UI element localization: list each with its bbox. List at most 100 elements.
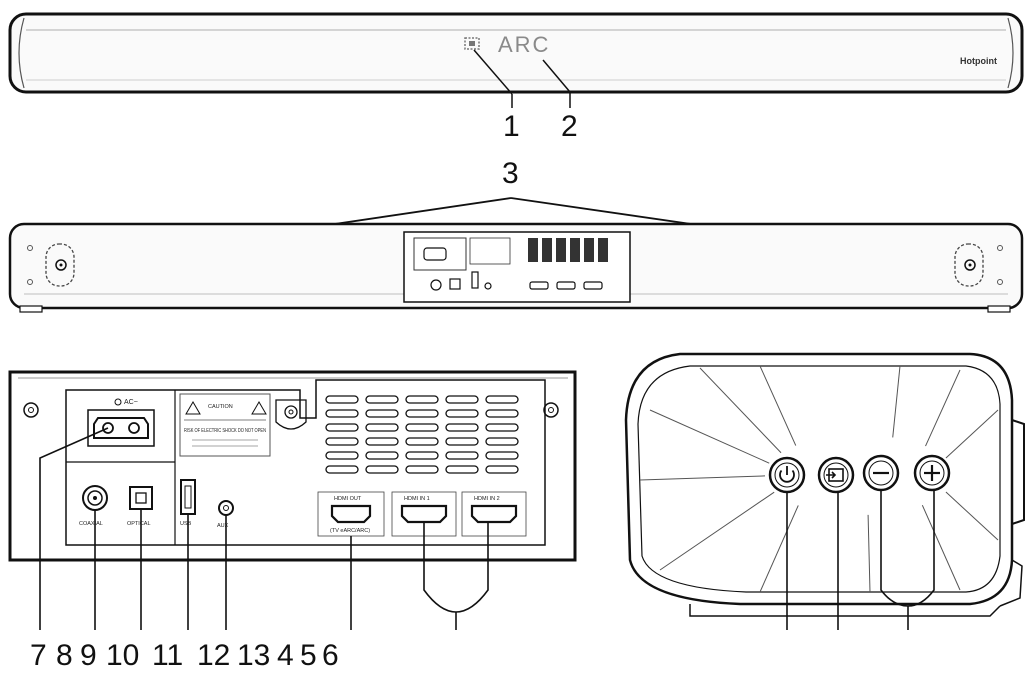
hdmi-in2-port: HDMI IN 2 — [461, 491, 527, 537]
front-bar-left-cap — [18, 17, 25, 89]
hdmi-out-sublabel: (TV eARC/ARC) — [330, 528, 370, 534]
input-icon — [826, 468, 844, 482]
vent-slot — [445, 465, 479, 474]
vent-slot — [325, 395, 359, 404]
vent-slot — [365, 437, 399, 446]
vent-slot — [405, 409, 439, 418]
facet-line — [921, 504, 961, 591]
vent-slot — [325, 409, 359, 418]
ac-power-label: AC~ — [124, 399, 138, 406]
vent-slot — [365, 451, 399, 460]
vent-slot — [325, 465, 359, 474]
vent-slot — [325, 451, 359, 460]
warning-label: CAUTION RISK OF ELECTRIC SHOCK DO NOT OP… — [179, 393, 271, 457]
callout-13: 13 — [237, 639, 270, 672]
volume-up-button[interactable] — [913, 454, 951, 492]
vent-slot — [445, 409, 479, 418]
facet-line — [699, 367, 782, 454]
facet-line — [759, 505, 799, 593]
leader-line-2 — [542, 59, 571, 93]
vent-slot — [405, 395, 439, 404]
optical-label: OPTICAL — [127, 521, 151, 527]
arc-indicator-label: ARC — [498, 32, 550, 57]
callout-6: 6 — [322, 639, 339, 672]
rear-panel-leader-lines — [39, 427, 489, 630]
vent-slot — [485, 395, 519, 404]
wall-mount-right — [954, 243, 984, 287]
button-panel-facets — [639, 365, 999, 593]
vent-slot — [445, 395, 479, 404]
facet-line — [925, 369, 961, 447]
aux-label: AUX — [217, 523, 229, 529]
vent-slot — [405, 465, 439, 474]
power-button[interactable] — [768, 456, 806, 494]
vent-slot — [325, 437, 359, 446]
ac-power-socket: AC~ — [87, 398, 155, 447]
vent-slot — [445, 451, 479, 460]
vent-slot — [405, 451, 439, 460]
vent-slot — [485, 409, 519, 418]
front-view: ARC Hotpoint 1 2 — [8, 12, 1024, 143]
rear-connector-panel-mini — [403, 231, 631, 303]
vent-slot — [485, 423, 519, 432]
usb-label: USB — [180, 521, 192, 527]
hdmi-in1-label: HDMI IN 1 — [404, 496, 430, 502]
screw-icon — [27, 245, 33, 251]
vent-slot — [365, 409, 399, 418]
vent-grill — [325, 395, 519, 474]
callout-7: 7 — [30, 639, 47, 672]
screw-icon — [23, 402, 39, 418]
vent-slot — [405, 423, 439, 432]
rear-foot-left — [19, 305, 43, 313]
vent-slot — [325, 423, 359, 432]
vent-slot — [485, 437, 519, 446]
rear-foot-right — [987, 305, 1011, 313]
wall-mount-left — [45, 243, 75, 287]
facet-line — [759, 365, 797, 446]
callout-2: 2 — [561, 110, 578, 143]
callout-4: 4 — [277, 639, 294, 672]
coaxial-label: COAXIAL — [79, 521, 103, 527]
front-bar-body — [8, 12, 1024, 94]
callout-1: 1 — [503, 110, 520, 143]
facet-line — [892, 365, 901, 438]
screw-icon — [997, 279, 1003, 285]
screw-icon — [543, 402, 559, 418]
facet-line — [867, 514, 871, 593]
vent-slot — [485, 451, 519, 460]
facet-line — [945, 491, 999, 541]
leader-line-1 — [473, 49, 513, 95]
warning-text: RISK OF ELECTRIC SHOCK DO NOT OPEN — [184, 428, 266, 434]
callout-8: 8 — [56, 639, 73, 672]
callout-10: 10 — [106, 639, 139, 672]
vent-slot — [445, 423, 479, 432]
vent-slot — [365, 395, 399, 404]
button-panel-view — [624, 352, 1025, 630]
facet-line — [659, 491, 775, 571]
vent-slot — [365, 423, 399, 432]
front-bar-right-cap — [1007, 17, 1014, 89]
display-icon — [464, 37, 480, 50]
volume-up-icon — [924, 465, 940, 481]
screw-icon — [27, 279, 33, 285]
callout-9: 9 — [80, 639, 97, 672]
volume-down-button[interactable] — [862, 454, 900, 492]
facet-line — [639, 475, 766, 481]
hdmi-out-label: HDMI OUT — [334, 496, 362, 502]
facet-line — [649, 409, 770, 464]
brand-logo: Hotpoint — [960, 56, 997, 66]
callout-12: 12 — [197, 639, 230, 672]
screw-icon — [284, 405, 298, 419]
hdmi-in2-label: HDMI IN 2 — [474, 496, 500, 502]
screw-icon — [997, 245, 1003, 251]
power-icon — [779, 466, 795, 483]
callout-5: 5 — [300, 639, 317, 672]
warning-title: CAUTION — [208, 404, 233, 410]
rear-view: 3 — [8, 157, 1024, 313]
vent-slot — [365, 465, 399, 474]
rear-panel-detail: AC~ CAUTION RISK OF ELECTRIC SHOCK DO NO… — [8, 370, 577, 672]
vent-slot — [485, 465, 519, 474]
button-leader-lines — [786, 490, 935, 630]
input-button[interactable] — [817, 456, 855, 494]
